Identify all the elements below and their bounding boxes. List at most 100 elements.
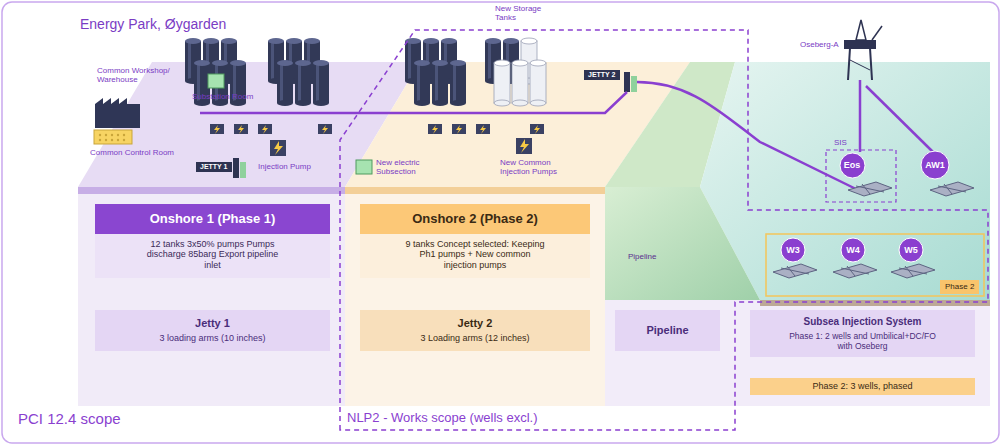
tank [432, 60, 448, 106]
callout-label: Pipeline [628, 252, 656, 261]
sea-surface [700, 62, 990, 300]
control-room-dots [99, 134, 125, 141]
dot [117, 134, 119, 136]
subsea-template [848, 182, 892, 196]
sis-outline [826, 150, 896, 202]
callout-label: Oseberg-A [800, 40, 839, 49]
diagram-title: Energy Park, Øygarden [80, 16, 226, 32]
dot [123, 134, 125, 136]
tank [313, 60, 329, 106]
dot [111, 134, 113, 136]
node-heading: JETTY 2 [588, 71, 616, 79]
pump [210, 124, 224, 134]
subsea-template [891, 264, 935, 278]
bolt [274, 141, 283, 155]
area-box: Onshore 1 (Phase 1)12 tanks 3x50% pumps … [95, 204, 330, 278]
onshore1-front [78, 194, 345, 406]
phase2-outline [766, 234, 984, 296]
pump [476, 124, 490, 134]
node-body: Phase 1: 2 wells and Umbilical+DC/FO wit… [758, 328, 967, 351]
callout-label: SIS [834, 138, 847, 147]
well-circle-outline [899, 238, 923, 262]
bolt [520, 139, 529, 153]
pump-row [210, 124, 544, 134]
platform-deck [844, 40, 876, 49]
pipeline-box: Pipeline [615, 310, 720, 351]
new-tank [494, 60, 510, 106]
dot [105, 134, 107, 136]
well-circle: AW1 [920, 150, 950, 180]
node-heading: W3 [786, 246, 800, 255]
umbilical-line [859, 80, 862, 152]
onshore2-edge [345, 187, 605, 194]
callout-label: New Common Injection Pumps [500, 158, 580, 176]
jetty-icon [631, 76, 637, 92]
node-heading: Phase 2 [945, 282, 974, 292]
works-scope-outline [340, 30, 988, 430]
jetty-tag: JETTY 2 [584, 70, 620, 80]
warehouse-icon [95, 98, 140, 128]
node-heading: Jetty 2 [368, 317, 582, 330]
onshore1-edge [78, 187, 345, 194]
pump [258, 124, 272, 134]
dot [123, 139, 125, 141]
pump [234, 124, 248, 134]
jetty-box: Jetty 23 Loading arms (12 inches) [360, 310, 590, 351]
control-room-icon [94, 130, 132, 144]
pipeline-line [637, 82, 858, 190]
onshore2-front [345, 194, 605, 406]
platform-icon [844, 20, 882, 80]
jetty-icon [233, 158, 239, 178]
dot [99, 139, 101, 141]
node-heading: AW1 [925, 161, 945, 170]
injection-pump-icon [516, 138, 532, 154]
node-heading: Onshore 2 (Phase 2) [360, 204, 590, 234]
well-circle-outline [841, 238, 865, 262]
platform-brace [850, 60, 870, 70]
new-tank [530, 60, 546, 106]
dot [117, 139, 119, 141]
node-heading: JETTY 1 [200, 163, 228, 171]
umbilical-line [866, 86, 933, 152]
well-circle: W3 [780, 237, 806, 263]
node-heading: Phase 2: 3 wells, phased [758, 381, 967, 392]
well-circle: W5 [898, 237, 924, 263]
tank-cluster [405, 38, 466, 106]
node-body: 12 tanks 3x50% pumps Pumps discharge 85b… [95, 234, 330, 278]
callout-label: PCI 12.4 scope [18, 410, 121, 427]
node-body: 3 loading arms (10 inches) [103, 330, 322, 344]
node-heading: Onshore 1 (Phase 1) [95, 204, 330, 234]
offshore-front [605, 300, 990, 406]
callout-label: Common Control Room [90, 148, 174, 157]
phase-tag: Phase 2 [940, 280, 979, 294]
well-circle-outline [781, 238, 805, 262]
dot [105, 139, 107, 141]
node-heading: Pipeline [621, 324, 714, 337]
pump [530, 124, 544, 134]
substation-icon [208, 74, 224, 88]
node-body: 9 tanks Concept selected: Keeping Ph1 pu… [360, 234, 590, 278]
seabed-strip [760, 300, 990, 306]
injection-pump-icon [270, 140, 286, 156]
pipeline-line [200, 92, 627, 113]
jetty-icon [240, 162, 246, 178]
onshore1-top [78, 62, 420, 187]
area-box: Onshore 2 (Phase 2)9 tanks Concept selec… [360, 204, 590, 278]
pump [452, 124, 466, 134]
node-heading: Subsea Injection System [758, 316, 967, 328]
platform-derrick [856, 20, 866, 40]
tank-cluster [485, 38, 546, 106]
callout-label: Substation Room [192, 92, 253, 101]
callout-label: Injection Pump [258, 162, 311, 171]
dot [99, 134, 101, 136]
callout-label: New Storage Tanks [495, 4, 555, 22]
subsea-template [833, 264, 877, 278]
well-circle: W4 [840, 237, 866, 263]
node-heading: W4 [846, 246, 860, 255]
subsea-template [773, 264, 817, 278]
subsea-template [930, 182, 974, 196]
dot [111, 139, 113, 141]
jetty-box: Jetty 13 loading arms (10 inches) [95, 310, 330, 351]
callout-label: New electric Subsection [376, 158, 438, 176]
